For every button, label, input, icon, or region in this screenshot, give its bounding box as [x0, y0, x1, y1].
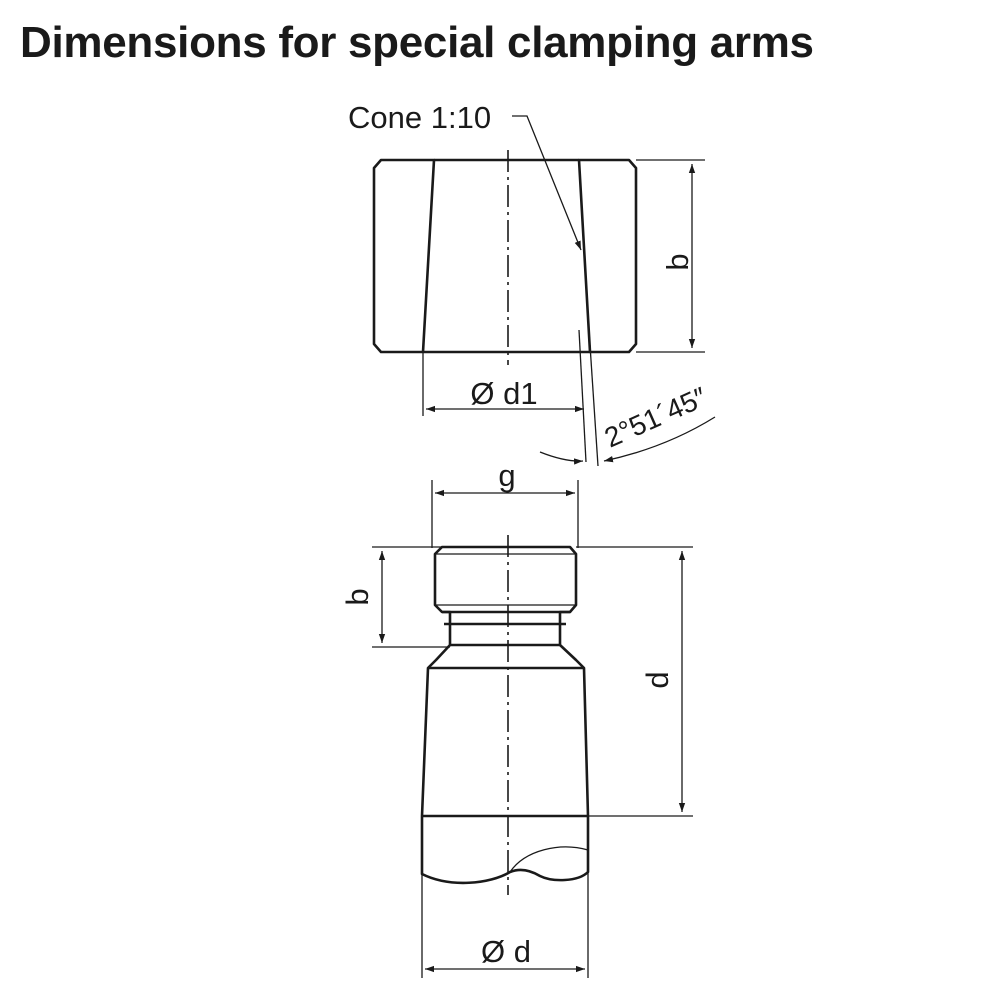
- dimension-d1: Ø d1: [422, 352, 584, 416]
- arm-pin: [420, 535, 590, 895]
- pin-break-section: [508, 846, 589, 881]
- label-p: p: [645, 671, 680, 688]
- cone-callout: Cone 1:10: [348, 100, 582, 251]
- label-cone: Cone 1:10: [348, 100, 491, 135]
- label-b: b: [660, 253, 695, 270]
- label-q: q: [345, 588, 380, 605]
- label-d: Ø d: [481, 934, 531, 969]
- dimension-p: p: [576, 546, 693, 817]
- dimension-d: Ø d: [421, 872, 589, 978]
- label-g: g: [498, 458, 515, 493]
- dimension-angle: 2°51´45″: [539, 329, 716, 467]
- bushing-right-wall: [577, 158, 638, 354]
- pin-body: [420, 545, 590, 885]
- label-angle: 2°51´45″: [600, 381, 712, 453]
- dimension-b: b: [636, 159, 705, 353]
- bushing-left-wall: [372, 158, 436, 354]
- dimension-q: q: [345, 546, 450, 648]
- label-d1: Ø d1: [470, 376, 537, 411]
- dimension-g: g: [431, 458, 579, 548]
- bushing-section: [372, 150, 638, 365]
- page-title: Dimensions for special clamping arms: [20, 18, 814, 67]
